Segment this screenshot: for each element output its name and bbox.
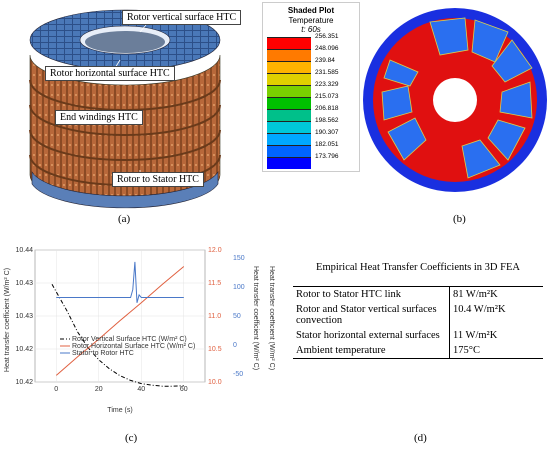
legend-value: 182.051 xyxy=(315,141,339,148)
y-axis-label-right2: Heat transfer coefficient (W/m² C) xyxy=(268,266,275,370)
legend-value: 198.562 xyxy=(315,117,339,124)
table-caption: Empirical Heat Transfer Coefficients in … xyxy=(316,262,520,273)
legend-swatch xyxy=(267,37,311,49)
table-row: Rotor and Stator vertical surfaces conve… xyxy=(293,302,543,329)
callout-rotor-vertical-htc: Rotor vertical surface HTC xyxy=(122,10,242,25)
x-axis-label: Time (s) xyxy=(107,407,132,414)
table-cell-name: Rotor and Stator vertical surfaces conve… xyxy=(293,302,450,329)
legend-value: 239.84 xyxy=(315,57,335,64)
x-tick-label: 0 xyxy=(54,386,58,393)
table-row: Stator horizontal external surfaces 11 W… xyxy=(293,328,543,344)
series-stator-rotor-htc xyxy=(56,261,184,303)
legend-value: 190.307 xyxy=(315,129,339,136)
right2-tick-label: 150 xyxy=(233,255,245,262)
legend-rotor-vertical: Rotor Vertical Surface HTC (W/m² C) xyxy=(72,336,187,343)
right2-tick-label: 50 xyxy=(233,313,241,320)
htc-time-chart: 10.44 10.43 10.43 10.42 10.42 12.0 11.5 11.0 10… xyxy=(0,240,275,420)
legend-value: 248.096 xyxy=(315,45,339,52)
left-tick-label: 10.43 xyxy=(15,313,33,320)
chart-legend: Rotor Vertical Surface HTC (W/m² C) Roto… xyxy=(60,336,195,357)
legend-rotor-horizontal: Rotor Horizontal Surface HTC (W/m² C) xyxy=(72,343,195,350)
legend-value: 256.351 xyxy=(315,33,339,40)
table-row: Ambient temperature 175°C xyxy=(293,343,543,360)
y-axis-label-right1: Heat transfer coefficient (W/m² C) xyxy=(252,266,259,370)
legend-value: 215.073 xyxy=(315,93,339,100)
htc-chart-svg: 10.44 10.43 10.43 10.42 10.42 12.0 11.5 11.0 10… xyxy=(4,247,275,414)
table-cell-name: Ambient temperature xyxy=(293,343,450,360)
right1-tick-label: 11.0 xyxy=(208,313,221,320)
legend-swatch xyxy=(267,97,311,109)
legend-swatch xyxy=(267,157,311,169)
panel-b-label: (b) xyxy=(453,213,466,225)
thermal-plot-panel xyxy=(360,0,550,210)
legend-quantity: Temperature xyxy=(288,16,334,25)
callout-rotor-to-stator-htc: Rotor to Stator HTC xyxy=(112,172,204,187)
callout-rotor-horizontal-htc: Rotor horizontal surface HTC xyxy=(45,66,175,81)
legend-swatch xyxy=(267,85,311,97)
table-cell-name: Rotor to Stator HTC link xyxy=(293,286,450,303)
temperature-legend: Shaded Plot Temperature t: 60s 256.351 24… xyxy=(262,2,360,172)
right1-tick-label: 10.0 xyxy=(208,379,222,386)
right1-tick-label: 10.5 xyxy=(208,346,222,353)
htc-table: Rotor to Stator HTC link 81 W/m²K Rotor … xyxy=(293,286,543,360)
left-tick-label: 10.42 xyxy=(15,346,33,353)
table-cell-value: 11 W/m²K xyxy=(453,330,498,342)
series-rotor-horizontal-htc xyxy=(55,266,185,376)
left-tick-label: 10.43 xyxy=(15,280,33,287)
table-cell-value: 10.4 W/m²K xyxy=(453,304,506,316)
thermal-plot-drawing xyxy=(363,8,547,192)
table-cell-name: Stator horizontal external surfaces xyxy=(293,328,450,344)
panel-a-label: (a) xyxy=(118,213,131,225)
legend-value: 206.818 xyxy=(315,105,339,112)
legend-swatch xyxy=(267,121,311,133)
legend-swatch xyxy=(267,133,311,145)
right2-tick-label: 0 xyxy=(233,342,237,349)
legend-value: 231.585 xyxy=(315,69,339,76)
legend-title: Shaded Plot xyxy=(287,6,335,15)
machine-3d-model-panel: Rotor vertical surface HTC Rotor horizon… xyxy=(0,0,250,210)
table-cell-value: 175°C xyxy=(449,343,543,360)
left-tick-label: 10.42 xyxy=(15,379,33,386)
x-tick-label: 60 xyxy=(180,386,188,393)
legend-swatch xyxy=(267,49,311,61)
x-tick-label: 40 xyxy=(137,386,145,393)
right1-tick-label: 11.5 xyxy=(208,280,221,287)
legend-swatch xyxy=(267,61,311,73)
x-tick-label: 20 xyxy=(95,386,103,393)
series-rotor-vertical-htc xyxy=(51,284,184,387)
left-tick-label: 10.44 xyxy=(15,247,33,254)
panel-c-label: (c) xyxy=(125,432,138,444)
legend-swatch xyxy=(267,145,311,157)
table-row: Rotor to Stator HTC link 81 W/m²K xyxy=(293,286,543,303)
panel-d-label: (d) xyxy=(414,432,427,444)
right2-tick-label: 100 xyxy=(233,284,245,291)
legend-stator-rotor: Stator to Rotor HTC xyxy=(72,350,134,357)
legend-time: t: 60s xyxy=(301,25,321,34)
legend-value: 173.796 xyxy=(315,153,339,160)
right2-tick-label: -50 xyxy=(233,371,243,378)
right1-tick-label: 12.0 xyxy=(208,247,222,254)
legend-swatch xyxy=(267,109,311,121)
legend-value: 223.329 xyxy=(315,81,339,88)
legend-swatch xyxy=(267,73,311,85)
callout-end-windings-htc: End windings HTC xyxy=(55,110,143,125)
y-axis-label-left: Heat transfer coefficient (W/m² C) xyxy=(4,268,11,372)
table-cell-value: 81 W/m²K xyxy=(449,286,543,303)
